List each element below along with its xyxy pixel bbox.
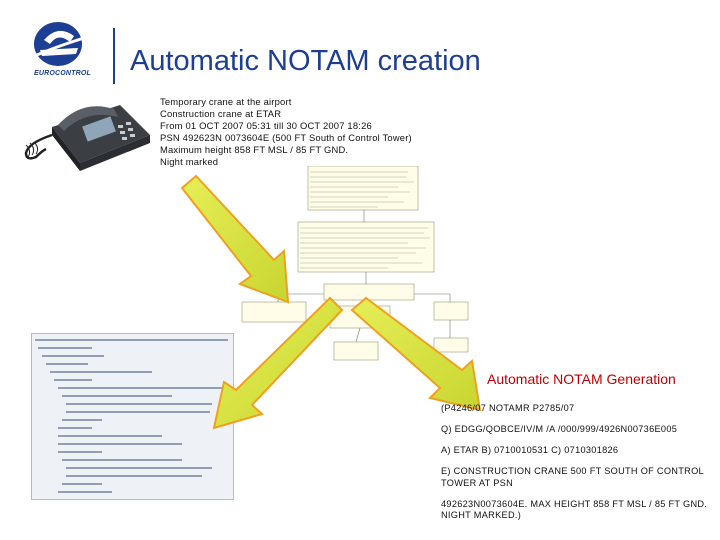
logo-text: EUROCONTROL: [34, 70, 92, 77]
data-model-diagram: [238, 165, 470, 366]
xml-snippet-image: [31, 333, 234, 500]
notam-line: 492623N0073604E. MAX HEIGHT 858 FT MSL /…: [441, 498, 708, 521]
eurocontrol-logo: [22, 18, 92, 82]
notice-line: Construction crane at ETAR: [160, 108, 282, 119]
arrow-to-notam: [350, 296, 482, 412]
notice-line: Night marked: [160, 156, 219, 167]
notam-output: (P4246/07 NOTAMR P2785/07 Q) EDGG/QOBCE/…: [441, 403, 719, 531]
title-divider: [113, 28, 115, 84]
notice-line: Temporary crane at the airport: [160, 96, 292, 107]
telephone-icon: [22, 95, 154, 185]
notam-line: A) ETAR B) 0710010531 C) 0710301826: [441, 445, 619, 455]
notice-line: Maximum height 858 FT MSL / 85 FT GND.: [160, 144, 349, 155]
notice-line: PSN 492623N 0073604E (500 FT South of Co…: [160, 132, 412, 143]
arrow-to-xml: [212, 296, 344, 430]
notam-line: E) CONSTRUCTION CRANE 500 FT SOUTH OF CO…: [441, 466, 704, 488]
generation-title: Automatic NOTAM Generation: [487, 371, 676, 387]
notice-text: Temporary crane at the airport Construct…: [160, 96, 412, 168]
notam-line: Q) EDGG/QOBCE/IV/M /A /000/999/4926N0073…: [441, 424, 678, 434]
notice-line: From 01 OCT 2007 05:31 till 30 OCT 2007 …: [160, 120, 372, 131]
page-title: Automatic NOTAM creation: [130, 45, 481, 77]
arrow-to-model: [180, 174, 290, 304]
notam-line: (P4246/07 NOTAMR P2785/07: [441, 403, 575, 413]
